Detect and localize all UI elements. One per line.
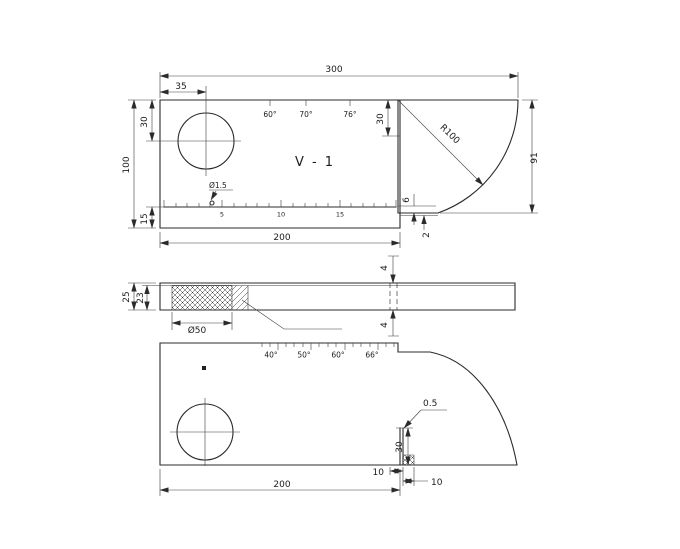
ruler-number-15: 15 [336, 211, 344, 219]
top-angle-ticks [269, 100, 351, 106]
dim-small-hole-label: Ø1.5 [209, 181, 227, 190]
middle-insert-hatch-2 [232, 285, 248, 310]
angle-label-66: 66° [365, 351, 379, 360]
angle-label-50: 50° [297, 351, 311, 360]
bottom-angle-minor-ticks [261, 343, 395, 347]
top-ruler-minor-ticks [175, 203, 387, 207]
dim-d50-label: Ø50 [188, 325, 207, 336]
ruler-number-5: 5 [220, 211, 224, 219]
dim-35-label: 35 [175, 82, 186, 92]
angle-label-60: 60° [263, 110, 277, 119]
middle-insert-hatch [171, 285, 233, 311]
dim-91-label: 91 [530, 152, 540, 163]
bottom-small-hole-mark [202, 366, 206, 370]
leader-small-hole [210, 190, 218, 201]
dim-30-bottom-label: 30 [395, 441, 405, 453]
middle-extension-lines [128, 255, 399, 337]
middle-view: 25 23 Ø50 4 4 [122, 255, 516, 337]
top-body-outline [159, 99, 401, 229]
leader-05-gap [403, 409, 422, 429]
dim-15-label: 15 [140, 213, 150, 224]
angle-label-40: 40° [264, 351, 278, 360]
part-label: V - 1 [295, 155, 335, 170]
dim-100-label: 100 [122, 156, 132, 173]
ruler-number-10: 10 [277, 211, 285, 219]
dim-300-label: 300 [325, 65, 342, 75]
top-ruler-major-ticks [163, 200, 397, 207]
dim-2-label: 2 [422, 232, 432, 238]
dim-10-right-label: 10 [431, 478, 443, 488]
bottom-hole-centerlines [170, 398, 240, 466]
dim-4-top-label: 4 [380, 265, 390, 271]
angle-label-60b: 60° [331, 351, 345, 360]
dim-23-label: 23 [136, 292, 146, 303]
dim-30-right-label: 30 [376, 113, 386, 125]
top-hole-centerlines [171, 106, 241, 176]
bottom-view: 40° 50° 60° 66° 0.5 30 10 10 200 [159, 342, 518, 496]
dim-6-label: 6 [402, 197, 412, 203]
angle-label-70: 70° [299, 110, 313, 119]
bottom-hatch-patch [403, 455, 414, 465]
top-small-hole [209, 200, 215, 206]
top-view: 300 35 30 100 15 200 30 R100 91 6 2 Ø1.5… [122, 65, 540, 248]
middle-hidden-lines [389, 283, 398, 310]
dim-10-left-label: 10 [373, 468, 385, 478]
middle-leader-line [241, 299, 342, 330]
radius-leader-r100 [397, 99, 484, 186]
bottom-angle-major-ticks [277, 343, 379, 350]
dim-05-label: 0.5 [423, 399, 437, 409]
dim-25-label: 25 [122, 291, 132, 302]
bottom-body-outline [159, 342, 518, 466]
top-arc-template-outline [397, 99, 519, 214]
angle-label-76: 76° [343, 110, 357, 119]
dim-4-bottom-label: 4 [380, 322, 390, 328]
dim-200-bottom-label: 200 [273, 480, 290, 490]
dim-30-left-label: 30 [140, 116, 150, 128]
dim-200-top-label: 200 [273, 233, 290, 243]
